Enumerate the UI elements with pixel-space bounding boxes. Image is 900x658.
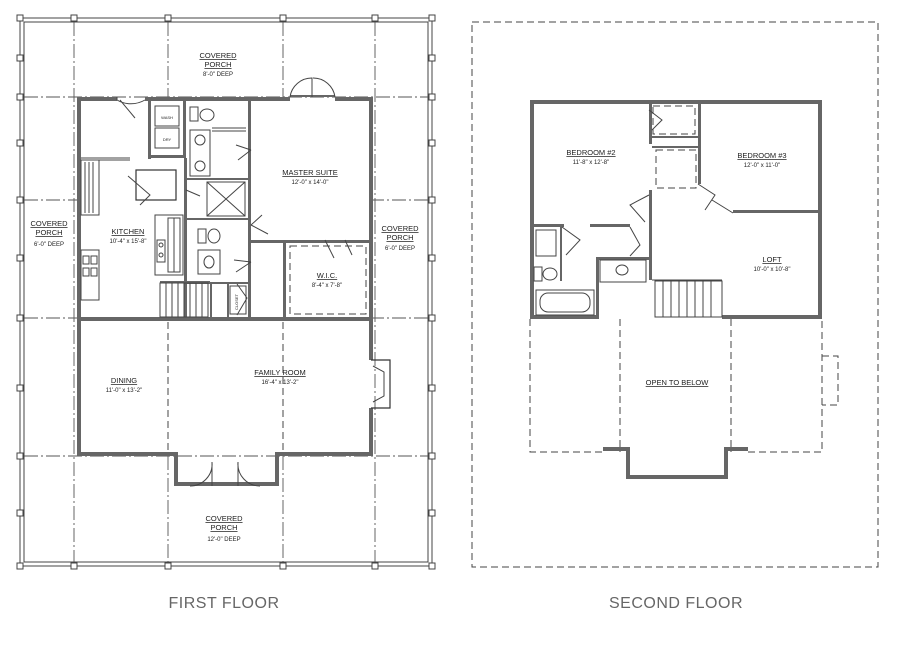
french-door-left bbox=[289, 77, 313, 98]
second-floor-plan: BEDROOM #2 11'-8" x 12'-8" BEDROOM #3 12… bbox=[471, 21, 879, 612]
first-floor-stairs bbox=[159, 282, 209, 318]
second-floor-caption: SECOND FLOOR bbox=[609, 595, 743, 612]
closet-shelf bbox=[652, 105, 696, 135]
washer bbox=[154, 105, 180, 127]
closet-shelf bbox=[655, 149, 697, 189]
kitchen-counters bbox=[80, 157, 184, 301]
closet-box bbox=[229, 285, 247, 315]
svg-text:FAMILY ROOM: FAMILY ROOM bbox=[254, 368, 305, 377]
kitchen-island bbox=[135, 169, 177, 201]
svg-text:12'-0" DEEP: 12'-0" DEEP bbox=[207, 537, 240, 543]
svg-text:KITCHEN: KITCHEN bbox=[112, 227, 145, 236]
svg-text:6'-0" DEEP: 6'-0" DEEP bbox=[385, 246, 415, 252]
first-floor-caption: FIRST FLOOR bbox=[169, 595, 280, 612]
second-interior-walls bbox=[534, 104, 818, 319]
porch-outline-inner bbox=[23, 21, 429, 563]
svg-text:OPEN TO BELOW: OPEN TO BELOW bbox=[646, 378, 710, 387]
exterior-walls bbox=[77, 95, 373, 486]
svg-text:MASTER SUITE: MASTER SUITE bbox=[282, 168, 337, 177]
fireplace bbox=[371, 359, 391, 409]
svg-text:11'-0" x 13'-2": 11'-0" x 13'-2" bbox=[106, 388, 142, 394]
svg-text:BEDROOM #3: BEDROOM #3 bbox=[737, 151, 786, 160]
wic-shelving bbox=[289, 245, 367, 315]
svg-text:BEDROOM #2: BEDROOM #2 bbox=[566, 148, 615, 157]
svg-text:8'-0" DEEP: 8'-0" DEEP bbox=[203, 72, 233, 78]
bath-fixtures bbox=[189, 106, 246, 275]
svg-text:16'-4" x 13'-2": 16'-4" x 13'-2" bbox=[262, 380, 299, 386]
fireplace-box bbox=[372, 365, 385, 403]
svg-text:DINING: DINING bbox=[111, 376, 137, 385]
svg-text:W.I.C.: W.I.C. bbox=[317, 271, 337, 280]
second-doors bbox=[561, 109, 734, 257]
svg-text:WASH: WASH bbox=[161, 115, 173, 120]
porch-posts bbox=[16, 14, 436, 570]
svg-text:CLOSET: CLOSET bbox=[234, 293, 239, 310]
interior-walls bbox=[148, 101, 369, 318]
second-room-labels: BEDROOM #2 11'-8" x 12'-8" BEDROOM #3 12… bbox=[566, 148, 790, 387]
svg-text:LOFT: LOFT bbox=[762, 255, 782, 264]
shower bbox=[206, 181, 246, 217]
open-to-below-area bbox=[529, 319, 839, 479]
second-bath bbox=[533, 229, 647, 316]
svg-text:10'-4" x 15'-8": 10'-4" x 15'-8" bbox=[110, 239, 147, 245]
second-stairs bbox=[652, 279, 723, 318]
svg-text:12'-0" x 11'-0": 12'-0" x 11'-0" bbox=[744, 163, 780, 169]
dryer bbox=[154, 127, 180, 149]
first-floor-plan: WASH DRY bbox=[16, 14, 436, 612]
porch-outline bbox=[19, 17, 433, 567]
svg-text:12'-0" x 14'-0": 12'-0" x 14'-0" bbox=[292, 180, 329, 186]
doors bbox=[116, 77, 353, 487]
second-exterior-walls bbox=[530, 100, 822, 319]
french-door-right bbox=[312, 77, 336, 98]
svg-text:11'-8" x 12'-8": 11'-8" x 12'-8" bbox=[573, 160, 609, 166]
svg-text:8'-4" x 7'-8": 8'-4" x 7'-8" bbox=[312, 283, 342, 289]
svg-text:DRY: DRY bbox=[163, 137, 172, 142]
laundry: WASH DRY bbox=[154, 105, 180, 149]
svg-text:10'-0" x 10'-8": 10'-0" x 10'-8" bbox=[754, 267, 791, 273]
sink-icon bbox=[82, 255, 90, 265]
bathtub bbox=[535, 289, 595, 316]
roof-outline bbox=[471, 21, 879, 568]
svg-text:6'-0" DEEP: 6'-0" DEEP bbox=[34, 242, 64, 248]
range-icon bbox=[156, 239, 166, 263]
